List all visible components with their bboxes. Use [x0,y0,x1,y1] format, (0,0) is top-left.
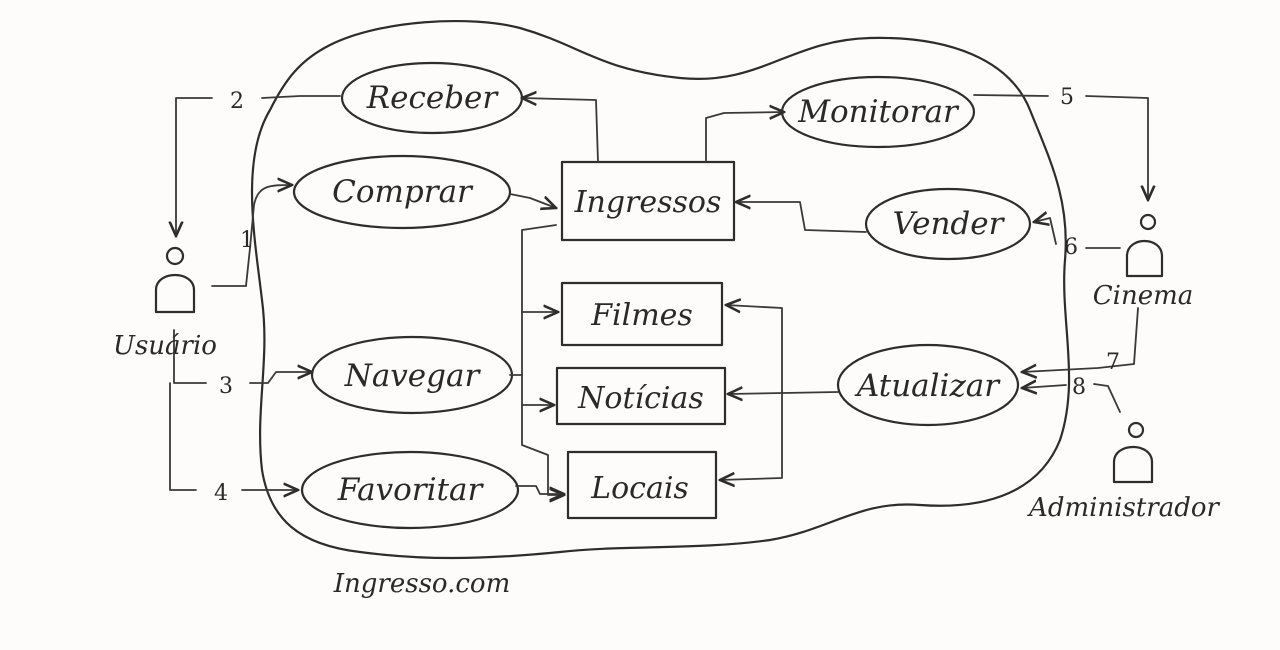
entity-ingressos-box[interactable] [560,160,736,242]
flow-7-cinema-to-atualizar [1022,307,1139,372]
flow-2-receber-to-usuario [176,95,341,236]
entity-noticias-label: Notícias [577,381,704,416]
flow-3-usuario-to-navegar [173,329,312,383]
usecase-atualizar-label: Atualizar [854,368,1001,404]
usecase-vender-label: Vender [893,206,1006,242]
flow-4-usuario-to-favoritar [169,382,298,490]
actor-usuario[interactable] [154,246,196,314]
system-boundary [250,19,1071,560]
flow-number-1: 1 [240,228,254,253]
flow-number-6: 6 [1064,235,1078,260]
usecase-favoritar-label: Favoritar [337,472,485,508]
flow-atualizar-to-noticias [728,392,839,394]
flow-number-4: 4 [214,481,228,506]
flow-ingressos-to-receber [522,98,599,163]
flow-1-usuario-to-comprar [211,185,292,287]
usecase-navegar-label: Navegar [344,358,482,394]
actor-usuario-label: Usuário [113,331,217,361]
actor-administrador-head [1127,421,1145,439]
usecase-receber-label: Receber [366,80,500,116]
flow-number-2: 2 [230,89,244,114]
flow-navegar-bus [509,224,557,376]
system-name-label: Ingresso.com [333,569,511,599]
usecase-monitorar-label: Monitorar [797,94,960,130]
usecase-comprar-ellipse[interactable] [292,154,512,230]
flow-vender-to-ingressos [736,202,867,233]
actor-usuario-body [154,274,196,314]
actor-administrador-body [1112,446,1154,484]
flow-6-cinema-to-vender [1034,218,1121,249]
usecase-comprar-label: Comprar [332,174,474,210]
actor-usuario-head [165,246,185,266]
actor-cinema-label: Cinema [1093,281,1194,311]
entity-filmes-label: Filmes [590,298,693,333]
entity-noticias-box[interactable] [555,366,727,426]
flow-8-administrador-to-atualizar [1022,384,1121,413]
entity-filmes-box[interactable] [560,281,724,347]
actor-administrador[interactable] [1112,421,1154,484]
entity-ingressos-label: Ingressos [574,185,722,220]
actor-cinema-head [1139,213,1157,231]
actor-cinema[interactable] [1125,213,1164,278]
flow-number-3: 3 [219,374,233,399]
flow-comprar-to-ingressos [509,193,556,208]
flow-5-monitorar-to-cinema [973,94,1148,200]
flow-number-5: 5 [1060,85,1074,110]
actor-cinema-body [1125,240,1164,278]
flow-atualizar-to-filmes [726,305,783,393]
entity-locais-label: Locais [590,471,689,506]
flow-number-8: 8 [1072,375,1086,400]
entity-locais-box[interactable] [566,450,718,520]
flow-favoritar-to-locais [515,485,564,494]
flow-ingressos-to-monitorar [705,112,784,163]
flow-atualizar-to-locais [720,391,783,480]
actor-administrador-label: Administrador [1027,493,1220,523]
flow-number-7: 7 [1106,350,1120,375]
flow-navegar-to-noticias [521,374,554,405]
